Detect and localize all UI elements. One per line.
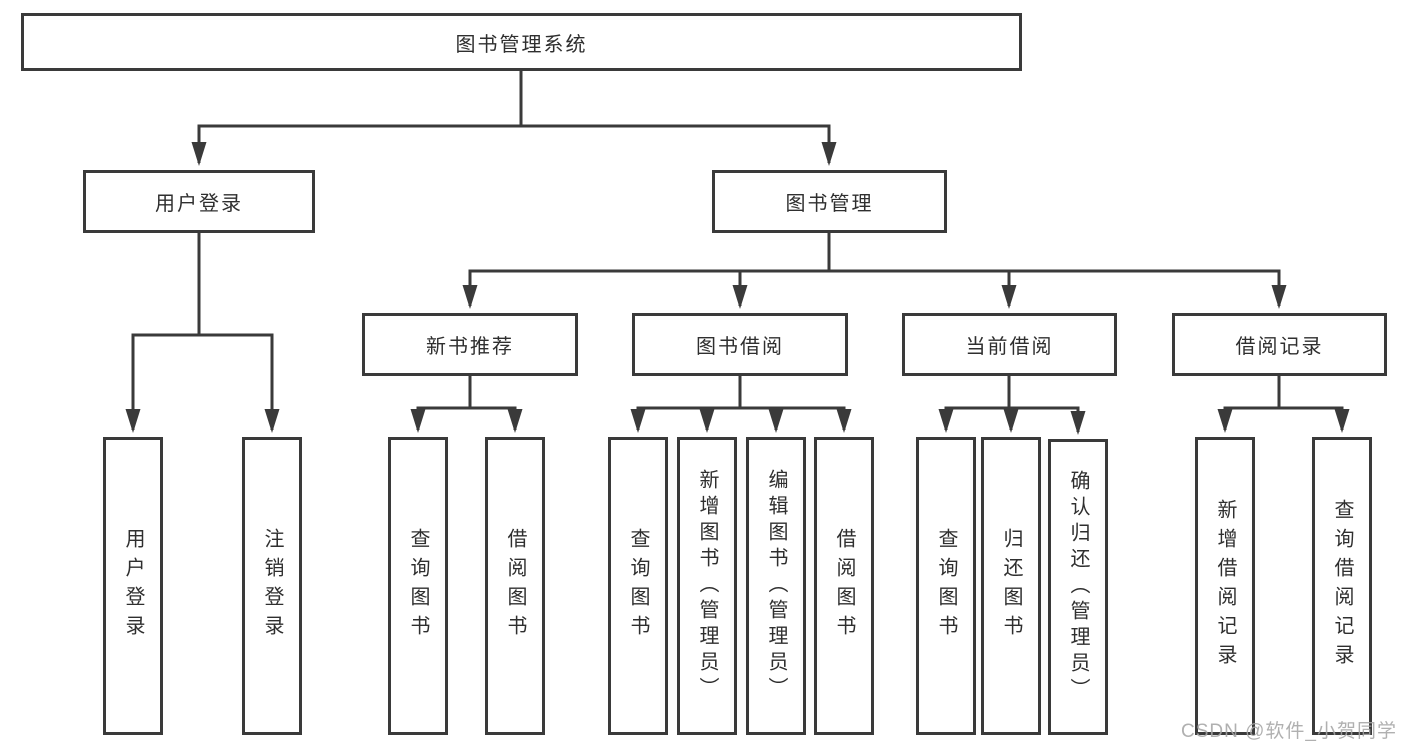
node-book-borrowing-label: 图书借阅 xyxy=(696,336,784,358)
node-book-management-label: 图书管理 xyxy=(785,193,874,215)
node-book-management: 图书管理 xyxy=(712,170,947,233)
leaf-add-borrow-record: 新增借阅记录 xyxy=(1195,437,1255,735)
leaf-query-books-borrowing: 查询图书 xyxy=(608,437,668,735)
node-borrowing-records: 借阅记录 xyxy=(1172,313,1387,376)
node-borrowing-records-label: 借阅记录 xyxy=(1235,336,1324,358)
leaf-query-borrow-record: 查询借阅记录 xyxy=(1312,437,1372,735)
node-root-system: 图书管理系统 xyxy=(21,13,1022,71)
leaf-query-books-recommend: 查询图书 xyxy=(388,437,448,735)
leaf-edit-books-admin-label: 编辑图书（管理员） xyxy=(765,469,787,703)
leaf-add-books-admin: 新增图书（管理员） xyxy=(677,437,737,735)
leaf-query-books-current: 查询图书 xyxy=(916,437,976,735)
leaf-borrow-books-label: 借阅图书 xyxy=(833,528,855,644)
leaf-user-login-label: 用户登录 xyxy=(122,528,144,644)
node-current-borrowing-label: 当前借阅 xyxy=(965,336,1054,358)
leaf-borrow-books-recommend: 借阅图书 xyxy=(485,437,545,735)
leaf-logout-label: 注销登录 xyxy=(261,528,283,644)
leaf-edit-books-admin: 编辑图书（管理员） xyxy=(746,437,806,735)
leaf-query-books-recommend-label: 查询图书 xyxy=(407,528,429,644)
leaf-return-books: 归还图书 xyxy=(981,437,1041,735)
node-new-book-recommend: 新书推荐 xyxy=(362,313,578,376)
leaf-confirm-return-admin-label: 确认归还（管理员） xyxy=(1067,470,1089,704)
node-current-borrowing: 当前借阅 xyxy=(902,313,1117,376)
node-new-book-recommend-label: 新书推荐 xyxy=(426,336,514,358)
leaf-query-books-borrowing-label: 查询图书 xyxy=(627,528,649,644)
leaf-borrow-books: 借阅图书 xyxy=(814,437,874,735)
leaf-confirm-return-admin: 确认归还（管理员） xyxy=(1048,439,1108,735)
leaf-add-books-admin-label: 新增图书（管理员） xyxy=(696,469,718,703)
leaf-query-books-current-label: 查询图书 xyxy=(935,528,957,644)
node-user-login: 用户登录 xyxy=(83,170,315,233)
node-user-login-label: 用户登录 xyxy=(155,193,243,215)
csdn-watermark: CSDN @软件_小贺同学 xyxy=(1181,721,1397,742)
leaf-user-login: 用户登录 xyxy=(103,437,163,735)
node-book-borrowing: 图书借阅 xyxy=(632,313,848,376)
leaf-query-borrow-record-label: 查询借阅记录 xyxy=(1331,499,1353,673)
leaf-return-books-label: 归还图书 xyxy=(1000,528,1022,644)
leaf-add-borrow-record-label: 新增借阅记录 xyxy=(1214,499,1236,673)
node-root-system-label: 图书管理系统 xyxy=(455,33,588,56)
leaf-logout: 注销登录 xyxy=(242,437,302,735)
leaf-borrow-books-recommend-label: 借阅图书 xyxy=(504,528,526,644)
